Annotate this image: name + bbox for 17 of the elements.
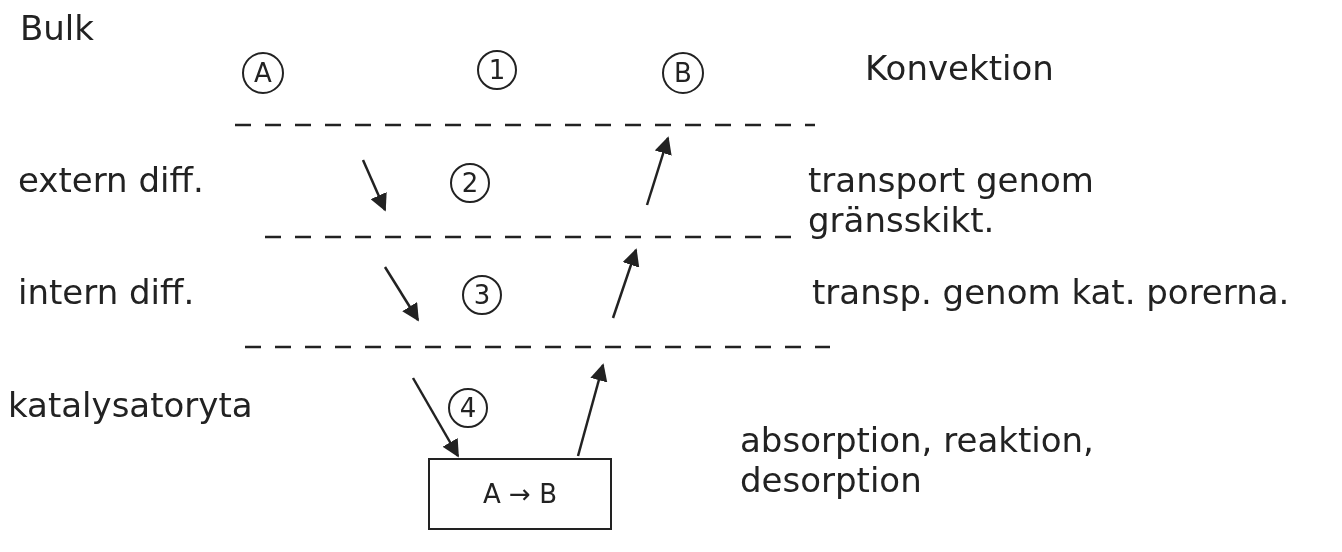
zone-label: extern diff. <box>18 160 205 200</box>
zone-label: intern diff. <box>18 272 196 312</box>
heading: Bulk <box>20 8 95 48</box>
circle-symbol: 4 <box>448 388 488 428</box>
step-label: transport genom gränsskikt. <box>808 160 1095 240</box>
circle-symbol: 1 <box>477 50 517 90</box>
circle-symbol: A <box>242 52 284 94</box>
zone-label: katalysatoryta <box>8 385 254 425</box>
step-label: transp. genom kat. porerna. <box>812 272 1291 312</box>
process-box: A → B <box>428 458 612 530</box>
circle-symbol: 3 <box>462 275 502 315</box>
circle-symbol: 2 <box>450 163 490 203</box>
arrow <box>411 377 460 458</box>
arrow <box>576 363 608 457</box>
step-label: absorption, reaktion, desorption <box>740 420 1095 500</box>
step-label: Konvektion <box>865 48 1055 88</box>
circle-symbol: B <box>662 52 704 94</box>
